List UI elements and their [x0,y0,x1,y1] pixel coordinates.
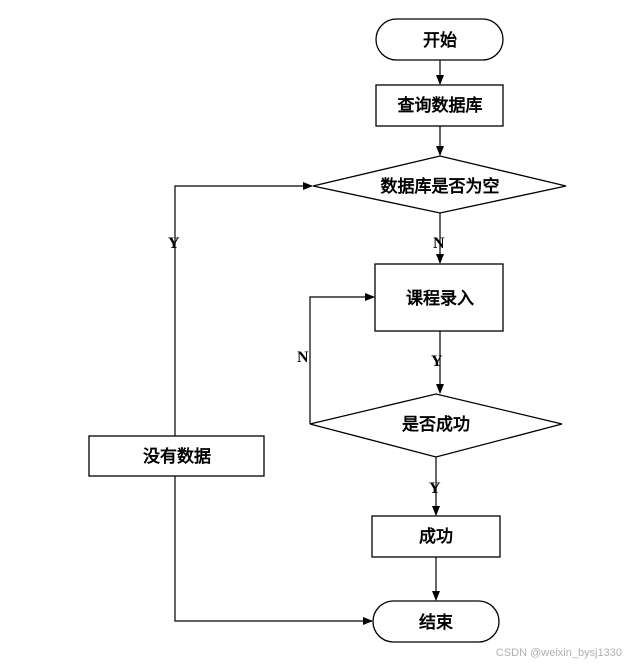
no-data-process [88,435,265,477]
is-success-label: 是否成功 [402,414,470,435]
label-empty-yes: Y [168,235,180,252]
success-label: 成功 [419,526,453,547]
no-data-label: 没有数据 [143,446,211,467]
edge-retry-loop [309,293,375,424]
label-empty-no: N [433,235,445,252]
connectors [174,60,444,625]
success-process [371,515,501,558]
label-retry-no: N [297,349,309,366]
start-label: 开始 [423,30,457,51]
is-success-decision [309,393,563,458]
query-db-label: 查询数据库 [397,95,483,116]
label-entry-yes: Y [431,353,443,370]
edge-no-data-to-end [174,476,373,625]
course-entry-label: 课程录入 [406,289,474,309]
course-entry-process [374,263,504,332]
query-db-process [375,84,504,127]
watermark: CSDN @weixin_bysj1330 [496,647,622,659]
db-empty-decision [312,155,567,214]
end-terminal [372,600,500,643]
edge-empty-yes-up [174,182,313,436]
end-label: 结束 [419,612,453,633]
start-terminal [375,18,504,61]
db-empty-label: 数据库是否为空 [381,176,500,197]
label-success-yes: Y [429,480,441,497]
